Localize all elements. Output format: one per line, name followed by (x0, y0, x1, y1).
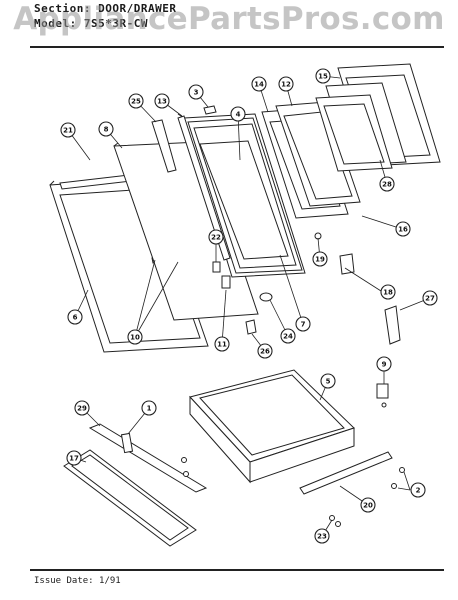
callout-25: 25 (128, 93, 144, 109)
svg-text:14: 14 (254, 81, 264, 89)
callout-19: 19 (312, 251, 328, 267)
svg-text:29: 29 (77, 405, 87, 413)
callout-2: 2 (410, 482, 426, 498)
svg-text:23: 23 (317, 533, 327, 541)
svg-text:20: 20 (363, 502, 373, 510)
drawer-rail-part (299, 451, 393, 495)
drawer-front-bracket-part (88, 423, 208, 493)
svg-text:21: 21 (63, 127, 73, 135)
drawer-guide-part (120, 432, 134, 454)
svg-text:9: 9 (382, 361, 387, 369)
drawer-roller-part (376, 383, 389, 399)
callout-15: 15 (315, 68, 331, 84)
svg-text:7: 7 (301, 321, 306, 329)
drawer-body-part (189, 369, 355, 484)
callout-29: 29 (74, 400, 90, 416)
diagram-header: Section: DOOR/DRAWER Model: 7S5*3R-CW Ap… (0, 0, 458, 48)
callout-6: 6 (67, 309, 83, 325)
callout-5: 5 (320, 373, 336, 389)
drawer-screw-part (329, 515, 335, 521)
svg-text:24: 24 (283, 333, 293, 341)
drawer-screw-part (335, 521, 341, 527)
svg-text:28: 28 (382, 181, 392, 189)
footer-rule (30, 569, 444, 571)
svg-text:22: 22 (211, 234, 221, 242)
svg-text:4: 4 (236, 111, 241, 119)
door-stop-part (212, 261, 221, 273)
callout-10: 10 (127, 329, 143, 345)
callout-27: 27 (422, 290, 438, 306)
svg-text:13: 13 (157, 98, 167, 106)
svg-text:26: 26 (260, 348, 270, 356)
callout-21: 21 (60, 122, 76, 138)
door-latch-part (245, 319, 257, 335)
bracket-screw-part (181, 457, 187, 463)
callout-16: 16 (395, 221, 411, 237)
svg-text:27: 27 (425, 295, 435, 303)
callout-23: 23 (314, 528, 330, 544)
callout-3: 3 (188, 84, 204, 100)
svg-text:6: 6 (73, 314, 78, 322)
roller-screw-part (381, 402, 387, 408)
svg-text:18: 18 (383, 289, 393, 297)
callout-11: 11 (214, 336, 230, 352)
drawer-front-panel-part (63, 449, 197, 547)
door-inner-panel-part (275, 101, 361, 207)
rail-screw-part (391, 483, 397, 489)
svg-text:8: 8 (104, 126, 109, 134)
svg-text:16: 16 (398, 226, 408, 234)
svg-text:1: 1 (147, 405, 152, 413)
callout-18: 18 (380, 284, 396, 300)
callout-24: 24 (280, 328, 296, 344)
watermark: AppliancePartsPros.com (13, 1, 445, 37)
door-seal-clip-part (259, 292, 273, 302)
svg-text:12: 12 (281, 81, 291, 89)
issue-date: Issue Date: 1/91 (34, 576, 121, 586)
svg-text:3: 3 (194, 89, 199, 97)
bracket-screw-part (183, 471, 189, 477)
callout-9: 9 (376, 356, 392, 372)
svg-text:15: 15 (318, 73, 328, 81)
callout-8: 8 (98, 121, 114, 137)
svg-text:10: 10 (130, 334, 140, 342)
svg-text:11: 11 (217, 341, 227, 349)
rail-screw-part (399, 467, 405, 473)
callout-1: 1 (141, 400, 157, 416)
svg-text:25: 25 (131, 98, 141, 106)
callout-13: 13 (154, 93, 170, 109)
callout-26: 26 (257, 343, 273, 359)
callout-4: 4 (230, 106, 246, 122)
header-rule (30, 46, 444, 48)
svg-text:5: 5 (326, 378, 331, 386)
door-bumper-part (221, 275, 231, 289)
callout-12: 12 (278, 76, 294, 92)
window-pack-part (315, 63, 441, 172)
door-hinge-bracket-part (151, 119, 177, 173)
hinge-receptacle-part (384, 305, 401, 345)
svg-text:19: 19 (315, 256, 325, 264)
model-number: Model: 7S5*3R-CW (34, 17, 148, 30)
callout-28: 28 (379, 176, 395, 192)
svg-text:2: 2 (416, 487, 421, 495)
door-spacer-part (203, 105, 217, 115)
section-title: Section: DOOR/DRAWER (34, 2, 177, 15)
door-hinge-part (339, 253, 355, 275)
callout-17: 17 (66, 450, 82, 466)
door-side-channel-part (177, 115, 231, 261)
callout-22: 22 (208, 229, 224, 245)
callout-14: 14 (251, 76, 267, 92)
svg-text:17: 17 (69, 455, 79, 463)
callout-7: 7 (295, 316, 311, 332)
callout-20: 20 (360, 497, 376, 513)
